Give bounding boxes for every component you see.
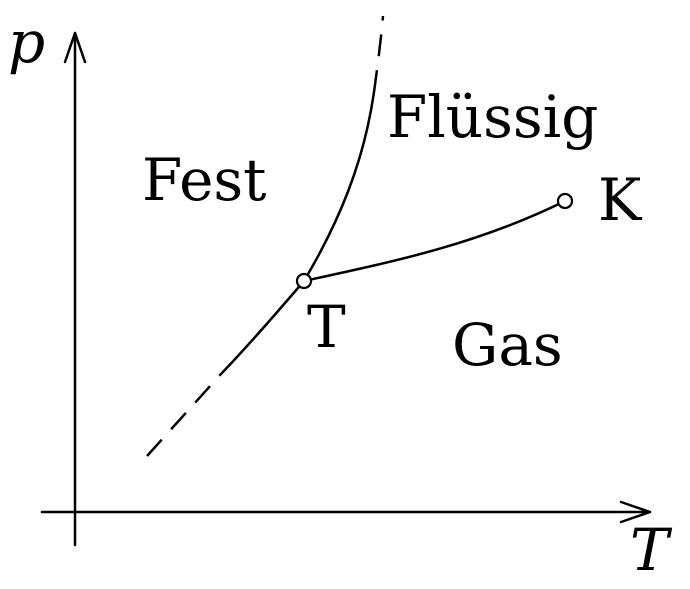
pressure-axis-arrow-icon xyxy=(63,31,87,64)
melting-curve xyxy=(302,90,376,283)
solid-region-label: Fest xyxy=(142,146,266,214)
triple-point-label: T xyxy=(307,293,346,361)
sublimation-curve xyxy=(219,279,306,376)
pressure-axis-label: p xyxy=(8,8,45,76)
gas-region-label: Gas xyxy=(452,311,563,379)
critical-point xyxy=(556,192,574,210)
critical-point-label: K xyxy=(598,166,643,234)
sublimation-curve-extension xyxy=(146,373,222,457)
temperature-axis-arrow-icon xyxy=(619,500,652,524)
liquid-region-label: Flüssig xyxy=(387,83,598,151)
triple-point xyxy=(295,272,313,290)
temperature-axis-label: T xyxy=(630,516,673,584)
melting-curve-extension xyxy=(372,15,385,93)
vaporization-curve xyxy=(302,199,567,283)
